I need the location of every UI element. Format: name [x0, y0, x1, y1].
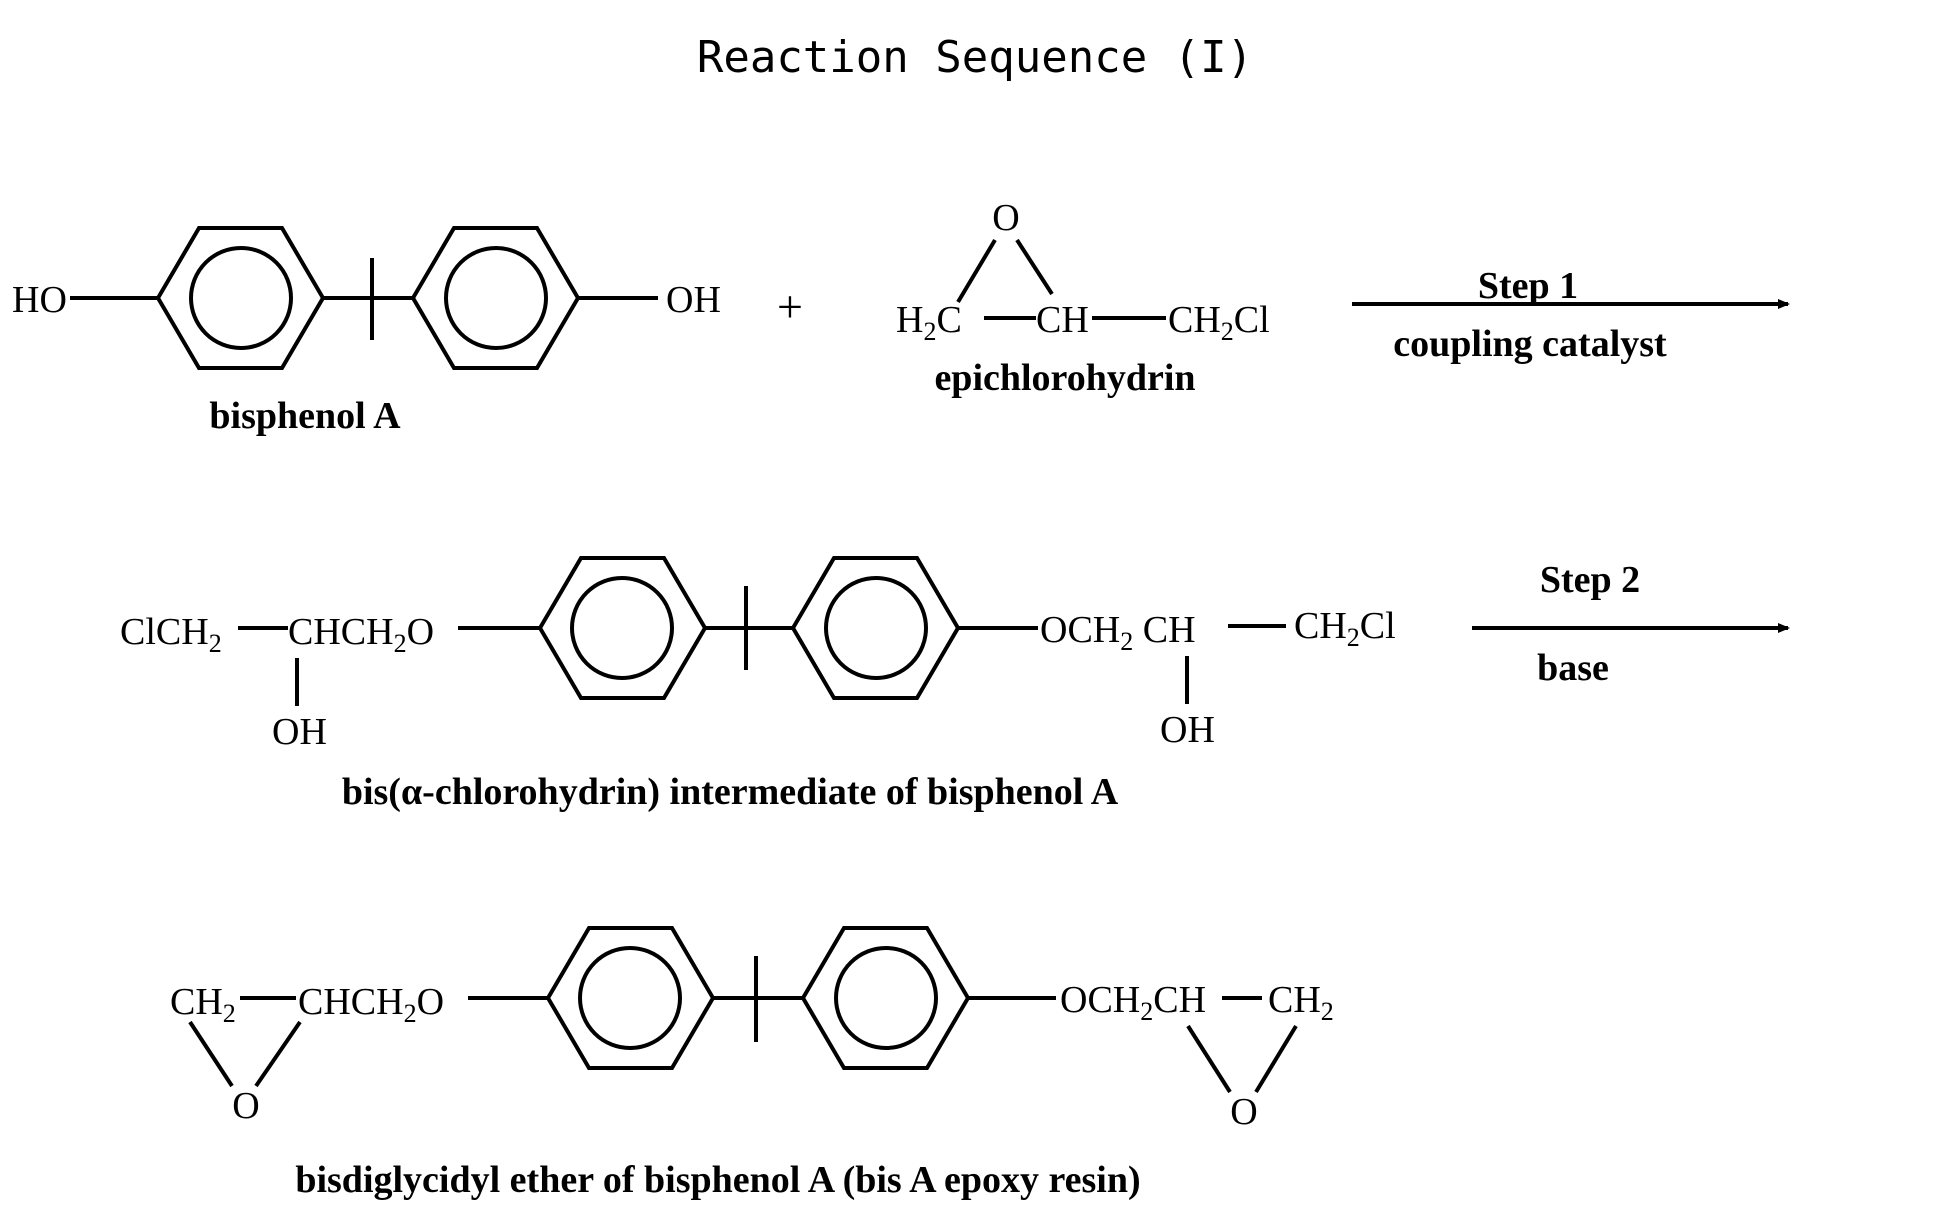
chlorohydrin-intermediate-structure: ClCH2 CHCH2O OH OCH2 CH OH CH2Cl bis(α-c…: [120, 558, 1396, 813]
plus-sign: +: [777, 281, 803, 332]
left-chain: CHCH2O: [288, 611, 434, 658]
bond: [958, 240, 995, 302]
bpa-right-hydroxyl: OH: [666, 279, 721, 321]
aromatic-circle: [191, 248, 291, 348]
bisphenol-a-label: bisphenol A: [209, 395, 401, 437]
bond: [190, 1022, 232, 1086]
right-chain: OCH2 CH: [1040, 609, 1196, 656]
epoxide-ch: CH: [1036, 299, 1089, 341]
epoxide-ch2: H2C: [896, 299, 962, 346]
step-1-arrow-group: Step 1 coupling catalyst: [1352, 265, 1788, 365]
bond: [1256, 1026, 1296, 1092]
aromatic-circle: [836, 948, 936, 1048]
chloromethyl-group: CH2Cl: [1168, 299, 1270, 346]
bond: [1017, 240, 1052, 294]
epichlorohydrin-label: epichlorohydrin: [934, 357, 1195, 399]
left-hydroxyl: OH: [272, 711, 327, 753]
bisphenol-a-structure: HO OH bisphenol A: [12, 228, 721, 437]
intermediate-label: bis(α-chlorohydrin) intermediate of bisp…: [342, 771, 1119, 813]
h2c-h: H: [896, 299, 923, 341]
right-epoxide-oxygen: O: [1230, 1091, 1257, 1133]
step-1-label: Step 1: [1478, 265, 1578, 307]
step-2-label: Step 2: [1540, 559, 1640, 601]
step-2-arrow-group: Step 2 base: [1472, 559, 1788, 689]
h2c-sub: 2: [923, 317, 936, 346]
epoxy-resin-structure: CH2 CHCH2O O OCH2CH CH2 O bisdiglycidyl …: [170, 928, 1334, 1201]
right-hydroxyl: OH: [1160, 709, 1215, 751]
right-chloromethyl: CH2Cl: [1294, 605, 1396, 652]
right-epoxide-ch2: CH2: [1268, 979, 1334, 1026]
aromatic-circle: [826, 578, 926, 678]
bond: [256, 1022, 300, 1086]
step-1-condition: coupling catalyst: [1393, 323, 1667, 365]
left-chain: CHCH2O: [298, 981, 444, 1028]
aromatic-circle: [580, 948, 680, 1048]
step-2-condition: base: [1537, 647, 1609, 689]
h2c-c: C: [936, 299, 961, 341]
product-label: bisdiglycidyl ether of bisphenol A (bis …: [295, 1159, 1140, 1201]
scheme-title: Reaction Sequence (I): [697, 32, 1253, 83]
aromatic-circle: [446, 248, 546, 348]
bond: [1188, 1026, 1230, 1092]
left-epoxide-oxygen: O: [232, 1085, 259, 1127]
aromatic-circle: [572, 578, 672, 678]
left-chloromethyl: ClCH2: [120, 611, 222, 658]
right-chain: OCH2CH: [1060, 979, 1206, 1026]
left-epoxide-ch2: CH2: [170, 981, 236, 1028]
epichlorohydrin-structure: O H2C CH CH2Cl epichlorohydrin: [896, 197, 1270, 399]
epoxide-oxygen: O: [992, 197, 1019, 239]
bpa-left-hydroxyl: HO: [12, 279, 67, 321]
